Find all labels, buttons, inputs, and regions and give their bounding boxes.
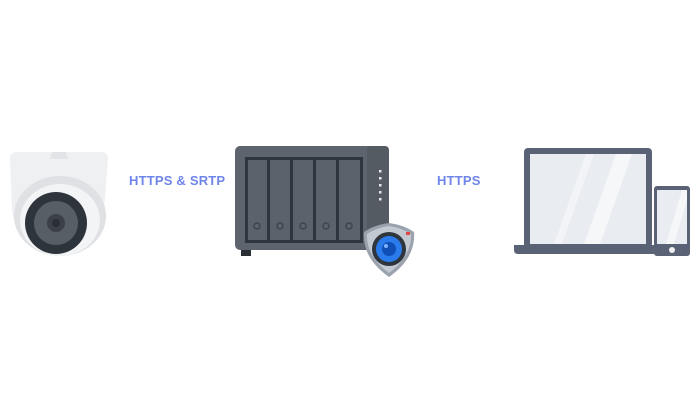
connection-label-nas-clients: HTTPS — [437, 173, 481, 188]
laptop-icon — [514, 148, 654, 256]
mobile-device-icon — [654, 186, 690, 256]
nas-device-icon — [235, 146, 391, 258]
ip-camera-icon — [4, 150, 112, 260]
connection-label-camera-nas: HTTPS & SRTP — [129, 173, 226, 188]
surveillance-station-badge-icon — [362, 222, 416, 278]
